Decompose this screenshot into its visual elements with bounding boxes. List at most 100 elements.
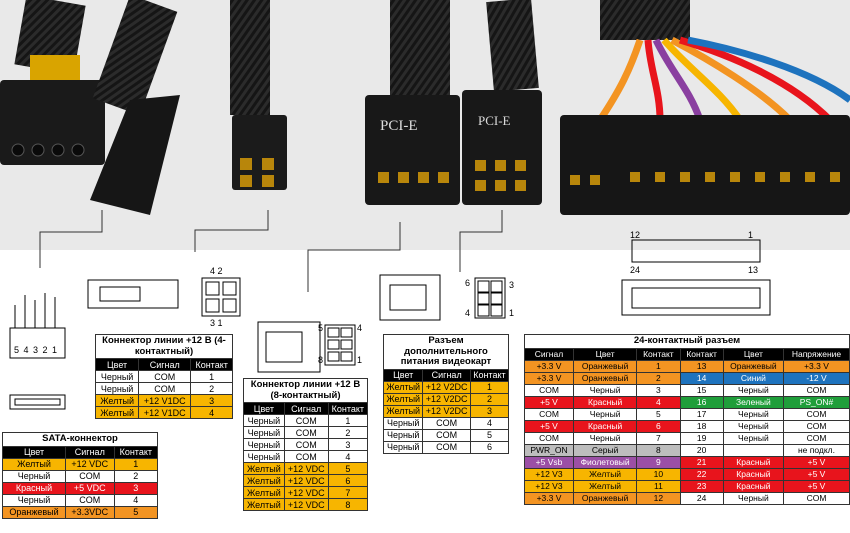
table-cell: 23 (679, 479, 724, 493)
pcie-8pin-connector-photo: PCI-E (365, 0, 460, 205)
table-cell: не подкл. (782, 443, 850, 457)
table-cell: 8 (636, 443, 681, 457)
table-cell: 5 (327, 462, 369, 475)
table-cell: Желтый (572, 467, 638, 481)
table-cell: 2 (190, 382, 233, 395)
table-cell: 7 (327, 486, 369, 499)
p8-outline (257, 321, 356, 373)
table-cell: Желтый (572, 479, 638, 493)
atx24-outline (621, 239, 771, 316)
table-header: Сигнал (422, 368, 471, 382)
p4-table-title: Коннектор линии +12 В (4-контактный) (95, 334, 233, 358)
table-cell: 10 (636, 467, 681, 481)
table-header: Цвет (94, 358, 140, 371)
table-cell: Оранжевый (572, 371, 638, 385)
table-cell: 14 (679, 371, 724, 385)
pcie-right-label: PCI-E (478, 113, 511, 128)
pcie-6pin-connector-photo: PCI-E (462, 0, 542, 205)
table-cell: Желтый (382, 380, 424, 394)
table-header: Контакт (636, 347, 681, 361)
table-cell: 6 (469, 440, 510, 454)
table-cell: COM (65, 469, 115, 483)
table-cell: 11 (636, 479, 681, 493)
table-cell: Черный (722, 383, 784, 397)
cpu-4pin-connector-photo (230, 0, 287, 190)
table-cell: Желтый (1, 457, 67, 471)
table-cell: +12 V2DC (422, 392, 471, 406)
table-cell: Черный (243, 414, 285, 427)
table-cell: COM (422, 440, 471, 454)
table-cell: 19 (679, 431, 724, 445)
table-cell: COM (283, 414, 329, 427)
table-cell: Желтый (94, 394, 140, 407)
table-cell: +12 V1DC (138, 394, 192, 407)
table-cell: +5 Vsb (524, 455, 574, 469)
table-cell: COM (138, 370, 192, 383)
p4-bottom-pins: 3 1 (210, 318, 223, 328)
atx-bottom-left: 24 (630, 265, 641, 275)
table-header: Цвет (243, 402, 285, 415)
table-cell: Оранжевый (722, 359, 784, 373)
table-cell: COM (283, 438, 329, 451)
table-cell: 4 (327, 450, 369, 463)
table-cell: +12 VDC (283, 462, 329, 475)
table-cell: COM (524, 383, 574, 397)
atx-24pin-connector-photo (560, 0, 850, 215)
pcie6-right-top: 3 (509, 280, 515, 290)
table-cell: 1 (469, 380, 510, 394)
sata-table: SATA-коннектор Цвет Сигнал Контакт Желты… (1, 432, 159, 519)
table-cell: 1 (190, 370, 233, 383)
table-cell: COM (524, 431, 574, 445)
table-cell: 3 (113, 481, 159, 495)
molex-connector (0, 0, 105, 165)
atx24-table-title: 24-контактный разъем (524, 334, 850, 348)
table-cell: Черный (243, 438, 285, 451)
atx-top-right: 1 (748, 230, 754, 240)
pcie6-right-bottom: 1 (509, 308, 515, 318)
table-cell: +5 V (524, 419, 574, 433)
table-cell: 2 (469, 392, 510, 406)
table-cell: 4 (636, 395, 681, 409)
table-cell: Черный (243, 426, 285, 439)
table-cell: COM (524, 407, 574, 421)
table-cell: 6 (636, 419, 681, 433)
table-cell: 16 (679, 395, 724, 409)
p8-table-title: Коннектор линии +12 В (8-контактный) (243, 378, 368, 402)
pcie6-left-top: 6 (465, 278, 471, 288)
table-cell: Черный (572, 407, 638, 421)
table-cell: Черный (94, 382, 140, 395)
table-header: Сигнал (65, 445, 115, 459)
table-cell: +3.3VDC (65, 505, 115, 519)
table-cell: Желтый (243, 462, 285, 475)
table-cell: 5 (636, 407, 681, 421)
table-cell: Фиолетовый (572, 455, 638, 469)
table-cell: Красный (572, 419, 638, 433)
table-cell: COM (782, 407, 850, 421)
table-cell: 15 (679, 383, 724, 397)
table-header: Напряжение (782, 347, 850, 361)
atx-bottom-right: 13 (748, 265, 759, 275)
table-cell: COM (138, 382, 192, 395)
table-cell: PWR_ON (524, 443, 574, 457)
